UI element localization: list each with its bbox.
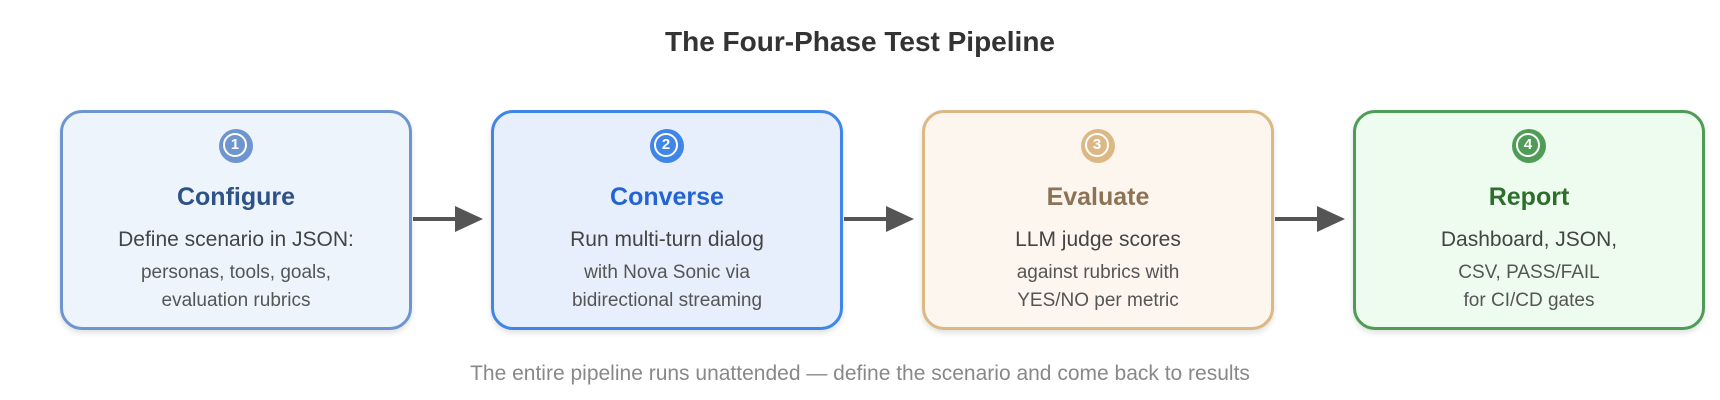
step-1-badge-icon: 1 — [219, 129, 253, 163]
step-2-badge-icon: 2 — [650, 129, 684, 163]
phase-description: Define scenario in JSON: — [118, 228, 354, 251]
phase-card-report: 4 Report Dashboard, JSON, CSV, PASS/FAIL… — [1353, 110, 1705, 330]
phase-title: Evaluate — [1046, 183, 1150, 211]
diagram-title: The Four-Phase Test Pipeline — [664, 26, 1055, 57]
phase-description: Run multi-turn dialog — [570, 228, 764, 251]
phase-detail: CSV, PASS/FAIL — [1458, 262, 1600, 283]
step-4-badge-icon: 4 — [1512, 129, 1546, 163]
arrow-right-icon — [844, 206, 914, 232]
phase-title: Report — [1488, 183, 1570, 211]
phase-card-configure: 1 Configure Define scenario in JSON: per… — [60, 110, 412, 330]
phase-detail: for CI/CD gates — [1463, 290, 1595, 311]
phase-title: Converse — [610, 183, 724, 211]
phase-detail: with Nova Sonic via — [584, 262, 750, 283]
arrow-right-icon — [1275, 206, 1345, 232]
phase-detail: bidirectional streaming — [571, 290, 763, 311]
phase-title: Configure — [176, 183, 296, 211]
phase-detail: YES/NO per metric — [1017, 290, 1179, 311]
phase-description: LLM judge scores — [1015, 228, 1181, 251]
phase-detail: evaluation rubrics — [161, 290, 311, 311]
step-3-badge-icon: 3 — [1081, 129, 1115, 163]
footer-caption: The entire pipeline runs unattended — de… — [470, 362, 1250, 385]
phase-card-converse: 2 Converse Run multi-turn dialog with No… — [491, 110, 843, 330]
phase-description: Dashboard, JSON, — [1440, 228, 1618, 251]
arrow-right-icon — [413, 206, 483, 232]
phase-detail: against rubrics with — [1016, 262, 1180, 283]
phase-card-evaluate: 3 Evaluate LLM judge scores against rubr… — [922, 110, 1274, 330]
phase-detail: personas, tools, goals, — [140, 262, 332, 283]
